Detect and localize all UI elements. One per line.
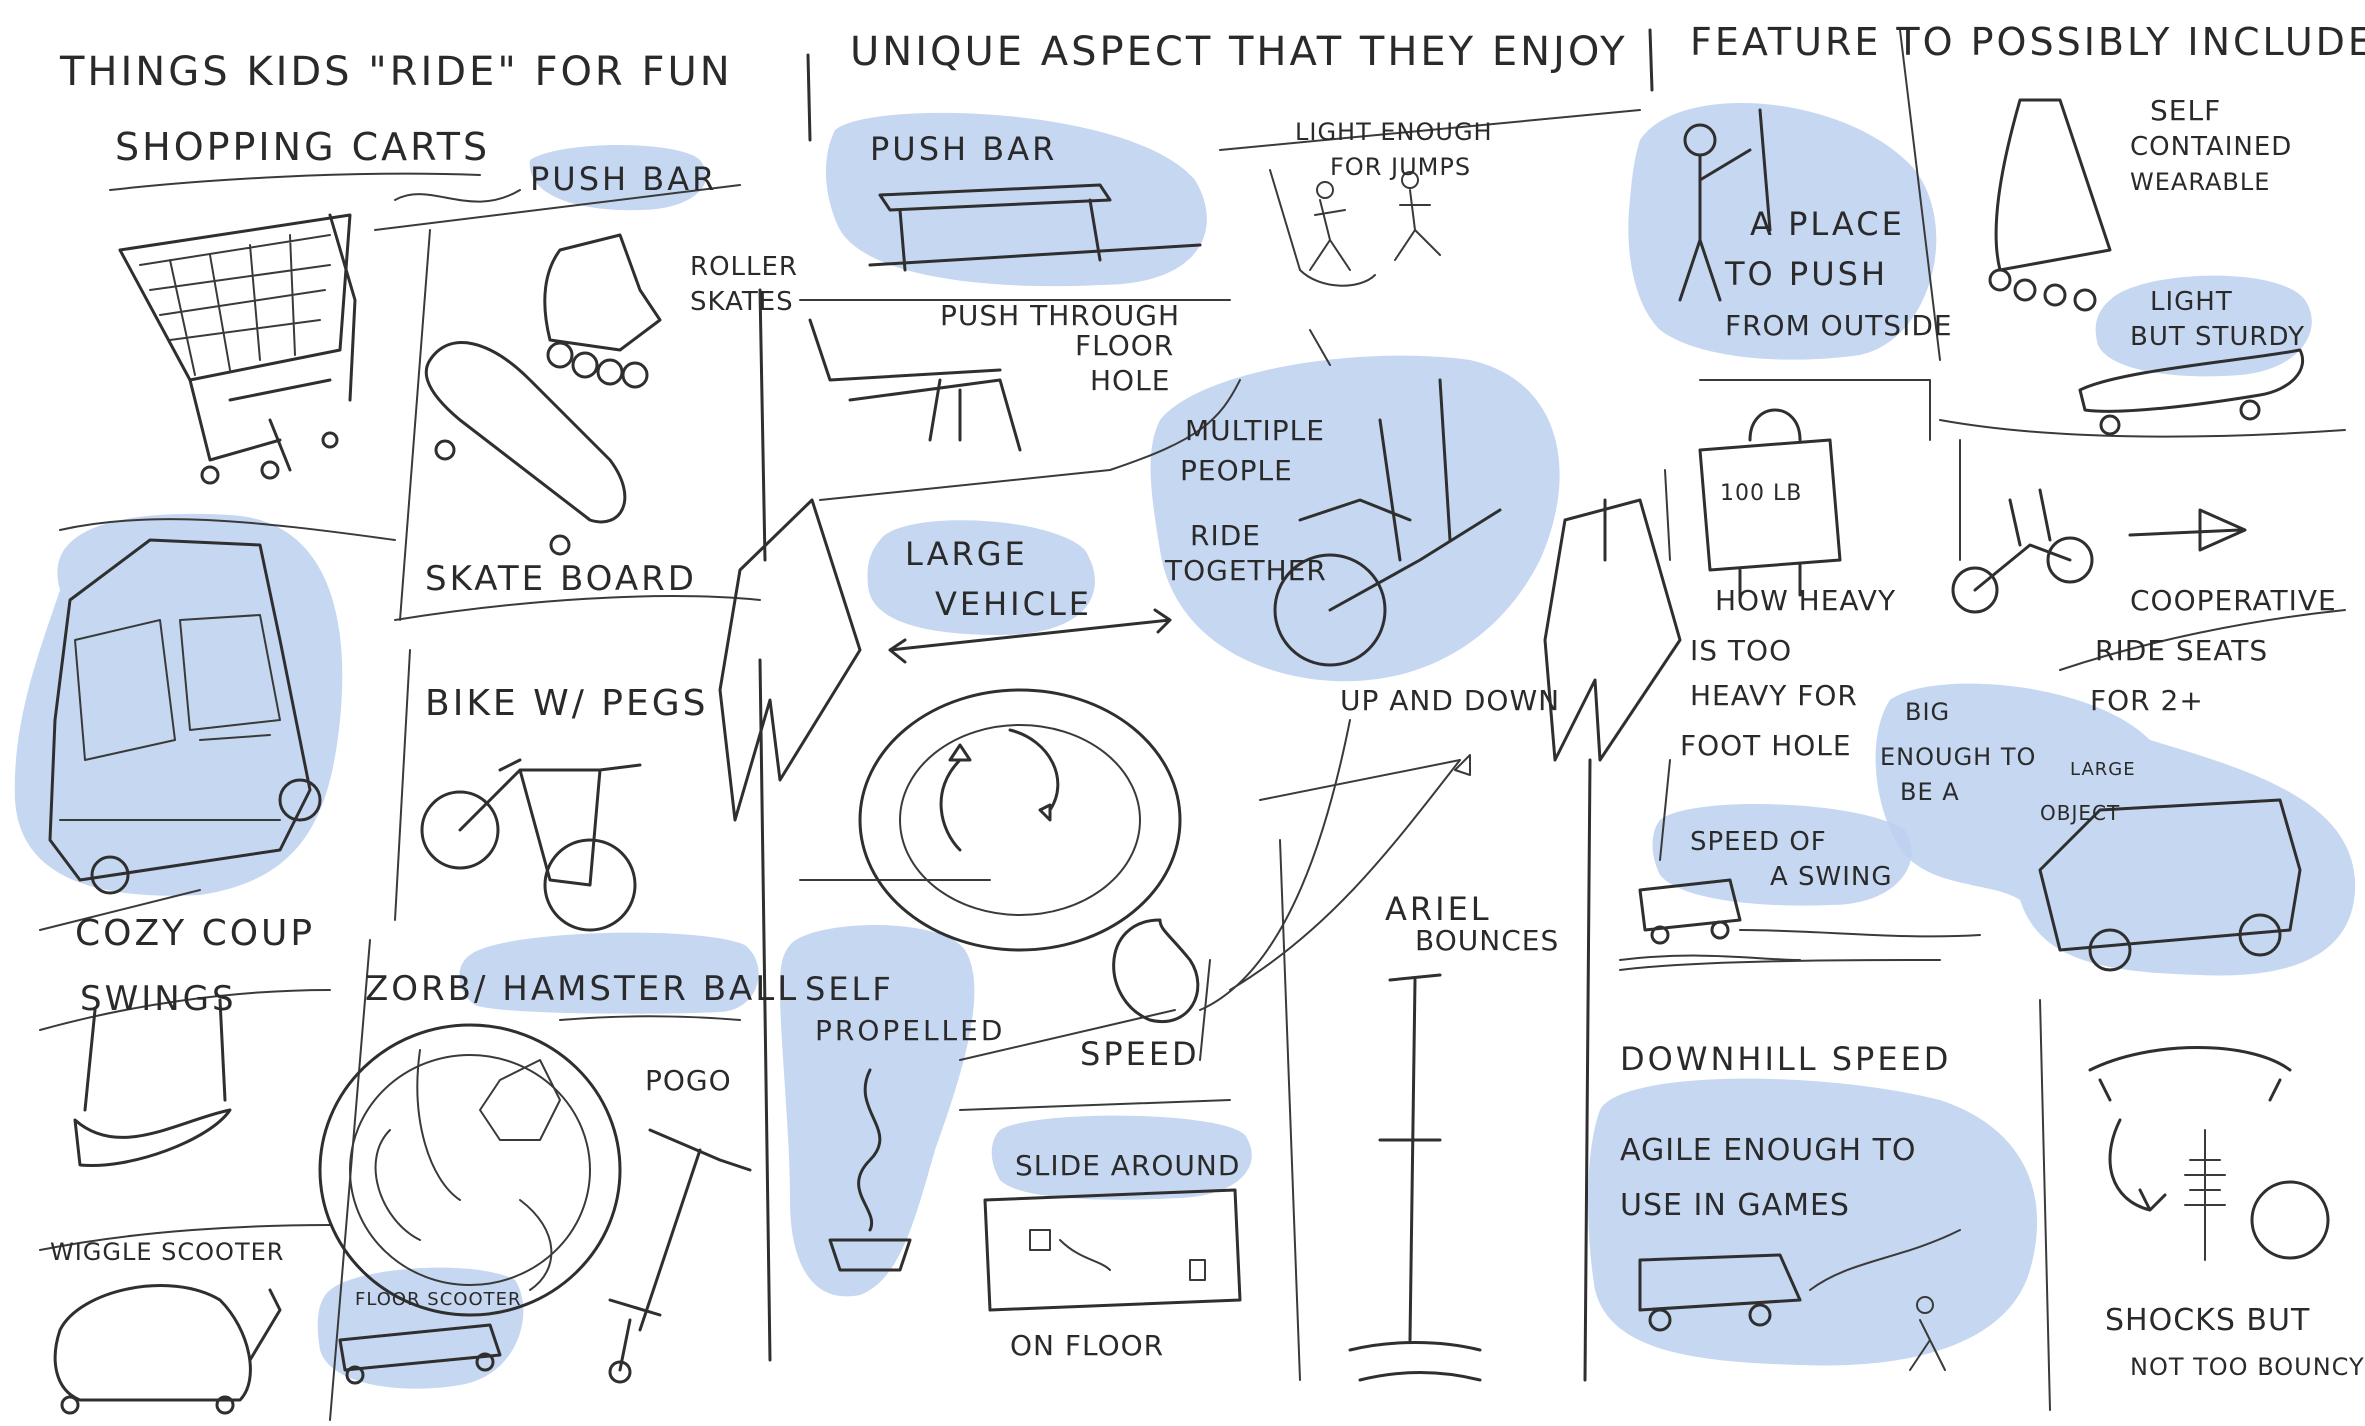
label-skate-board: SKATE BOARD: [425, 559, 697, 599]
label-self-prop-2: PROPELLED: [815, 1014, 1005, 1047]
label-bike-pegs: BIKE W/ PEGS: [425, 683, 708, 724]
label-swings: SWINGS: [80, 979, 237, 1019]
header-things-kids-ride: THINGS KIDS "RIDE" FOR FUN: [59, 49, 733, 95]
wiggle-scooter-sketch: [55, 1286, 280, 1413]
jumps-sketch: [1300, 172, 1440, 286]
label-light-sturdy-2: BUT STURDY: [2130, 322, 2305, 352]
big-arrow-2: [1545, 500, 1680, 760]
label-downhill-speed: DOWNHILL SPEED: [1620, 1040, 1951, 1078]
label-on-floor: ON FLOOR: [1010, 1329, 1164, 1362]
skateboard-sketch: [426, 343, 625, 554]
label-roller-1: ROLLER: [690, 252, 798, 282]
label-zorb: ZORB/ HAMSTER BALL: [365, 969, 799, 1009]
label-big-3: BE A: [1900, 778, 1960, 806]
label-push-bar-col2: PUSH BAR: [870, 130, 1057, 168]
label-shocks-1: SHOCKS BUT: [2105, 1303, 2310, 1338]
wearable-skate-sketch: [1990, 100, 2110, 310]
shopping-cart-sketch: [120, 190, 520, 483]
label-coop-3: FOR 2+: [2090, 684, 2204, 717]
label-speed-swing-1: SPEED OF: [1690, 827, 1827, 857]
label-roller-2: SKATES: [690, 287, 794, 317]
on-floor-sketch: [985, 1190, 1240, 1310]
label-heavy-3: HEAVY FOR: [1690, 679, 1858, 712]
label-push-through-2: FLOOR: [1075, 329, 1174, 362]
label-big-5: OBJECT: [2040, 801, 2120, 825]
label-wiggle-scooter: WIGGLE SCOOTER: [50, 1238, 284, 1266]
large-vehicle-sketch: [860, 610, 1180, 950]
label-light-sturdy-1: LIGHT: [2150, 287, 2233, 317]
label-self-contained-1: SELF: [2150, 94, 2221, 127]
label-pogo: POGO: [645, 1064, 732, 1097]
label-push-through-1: PUSH THROUGH: [940, 299, 1180, 332]
label-large-2: VEHICLE: [935, 585, 1092, 623]
label-multiple-1: MULTIPLE: [1185, 414, 1325, 447]
label-coop-2: RIDE SEATS: [2095, 634, 2268, 667]
label-self-prop-1: SELF: [805, 970, 894, 1008]
swing-sketch: [75, 1000, 230, 1166]
label-heavy-1: HOW HEAVY: [1715, 584, 1896, 617]
label-speed: SPEED: [1080, 1035, 1200, 1073]
label-push-through-3: HOLE: [1090, 364, 1170, 397]
label-push-bar-col1: PUSH BAR: [530, 160, 717, 198]
label-large-1: LARGE: [905, 535, 1028, 573]
label-coop-1: COOPERATIVE: [2130, 584, 2337, 617]
label-heavy-4: FOOT HOLE: [1680, 729, 1852, 762]
big-arrow-1: [720, 500, 860, 820]
label-floor-scooter: FLOOR SCOOTER: [355, 1289, 522, 1310]
shocks-sketch: [2090, 1048, 2328, 1261]
label-speed-swing-2: A SWING: [1770, 862, 1893, 892]
label-multiple-2: PEOPLE: [1180, 454, 1293, 487]
label-shocks-2: NOT TOO BOUNCY: [2130, 1353, 2365, 1381]
label-slide-around: SLIDE AROUND: [1015, 1149, 1240, 1182]
roller-skate-sketch: [545, 235, 660, 387]
label-big-4: LARGE: [2070, 759, 2136, 780]
label-heavy-2: IS TOO: [1690, 634, 1792, 667]
label-weight-tag: 100 LB: [1720, 481, 1802, 506]
label-place-push-1: A PLACE: [1750, 205, 1905, 243]
label-place-push-2: TO PUSH: [1724, 255, 1888, 293]
label-agile-1: AGILE ENOUGH TO: [1620, 1133, 1917, 1168]
label-place-push-3: FROM OUTSIDE: [1725, 309, 1953, 342]
label-self-contained-2: CONTAINED: [2130, 132, 2292, 162]
pogo-bounce-sketch: [1350, 975, 1480, 1380]
pogo-sketch: [610, 1130, 750, 1382]
label-big-2: ENOUGH TO: [1880, 743, 2036, 771]
label-up-down: UP AND DOWN: [1340, 684, 1560, 717]
bike-sketch: [422, 760, 640, 930]
floor-hole-sketch: [810, 320, 1020, 450]
label-light-jumps-2: FOR JUMPS: [1330, 153, 1471, 181]
label-big-1: BIG: [1905, 698, 1950, 726]
label-multiple-3: RIDE: [1190, 519, 1261, 552]
label-ariel-1: ARIEL: [1385, 890, 1492, 928]
label-light-jumps-1: LIGHT ENOUGH: [1295, 118, 1493, 146]
label-self-contained-3: WEARABLE: [2130, 168, 2270, 196]
label-agile-2: USE IN GAMES: [1620, 1188, 1850, 1223]
label-cozy-coup: COZY COUP: [75, 913, 315, 954]
label-shopping-carts: SHOPPING CARTS: [115, 125, 490, 169]
header-unique-aspect: UNIQUE ASPECT THAT THEY ENJOY: [850, 29, 1628, 75]
label-multiple-4: TOGETHER: [1164, 554, 1327, 587]
header-feature-include: FEATURE TO POSSIBLY INCLUDE: [1690, 20, 2365, 64]
label-ariel-2: BOUNCES: [1415, 924, 1559, 957]
